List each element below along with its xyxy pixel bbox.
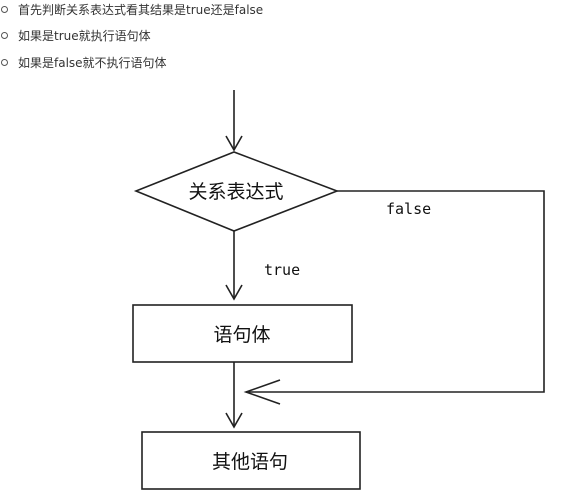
next-statement-label: 其他语句 bbox=[212, 451, 288, 473]
next-statement-box bbox=[141, 431, 361, 490]
false-label: false bbox=[386, 200, 431, 218]
body-label: 语句体 bbox=[213, 324, 270, 346]
bullet-item: 如果是false就不执行语句体 bbox=[1, 55, 167, 71]
true-label: true bbox=[264, 261, 300, 279]
body-box bbox=[132, 304, 353, 363]
false-arrow-head bbox=[243, 379, 281, 405]
bullet-circle-icon bbox=[1, 6, 8, 13]
bullet-item: 如果是true就执行语句体 bbox=[1, 28, 151, 44]
bullet-circle-icon bbox=[1, 59, 8, 66]
entry-arrow-head bbox=[225, 135, 243, 152]
true-arrow-head bbox=[225, 284, 243, 301]
bullet-text: 如果是true就执行语句体 bbox=[18, 29, 151, 43]
false-path-line bbox=[246, 190, 545, 393]
decision-label: 关系表达式 bbox=[188, 181, 283, 203]
bullet-circle-icon bbox=[1, 32, 8, 39]
bullet-text: 如果是false就不执行语句体 bbox=[18, 56, 167, 70]
bullet-text: 首先判断关系表达式看其结果是true还是false bbox=[18, 3, 264, 17]
bullet-item: 首先判断关系表达式看其结果是true还是false bbox=[1, 2, 264, 18]
body-to-next-arrow-head bbox=[225, 412, 243, 429]
